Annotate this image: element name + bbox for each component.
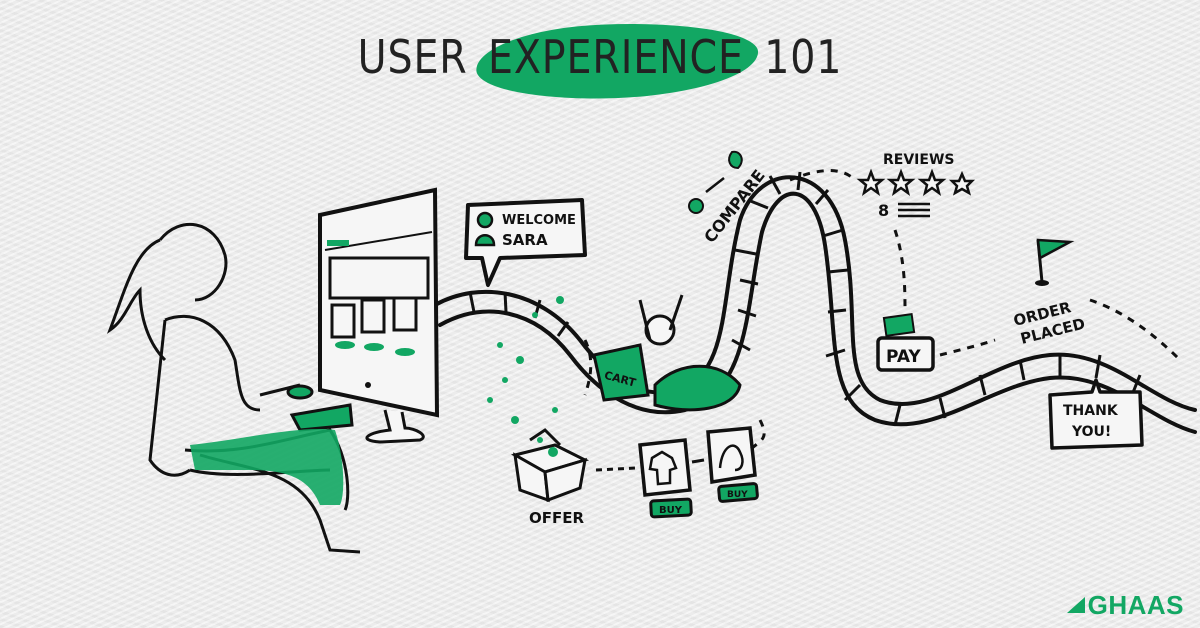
rider-in-cart: CART	[592, 294, 742, 412]
compare-label: COMPARE	[700, 166, 769, 246]
journey-dashed-path	[583, 169, 1182, 452]
reviews-label: REVIEWS	[883, 152, 954, 168]
logo-mark-icon	[1066, 597, 1085, 613]
ghaas-logo: GHAAS	[1066, 590, 1184, 620]
offer-box: OFFER	[510, 428, 590, 527]
title-prefix: USER	[357, 30, 468, 84]
svg-text:8: 8	[878, 201, 889, 220]
title-highlight: EXPERIENCE	[481, 30, 751, 84]
logo-wordmark: GHAAS	[1087, 590, 1184, 620]
flag-icon	[1035, 238, 1075, 286]
thank-you-line1: THANK	[1063, 403, 1119, 419]
welcome-speech-bubble: WELCOME SARA	[464, 198, 587, 287]
thank-you-line2: YOU!	[1071, 424, 1111, 440]
confetti	[487, 296, 564, 443]
offer-label: OFFER	[529, 509, 584, 527]
product-card-shoe: BUY	[706, 426, 759, 503]
buy-button-label: BUY	[727, 490, 748, 500]
buy-button-label: BUY	[659, 505, 683, 516]
welcome-text: WELCOME	[502, 213, 576, 228]
pay-label: PAY	[886, 347, 921, 367]
review-stars	[856, 168, 976, 196]
page-title: USER EXPERIENCE 101	[84, 30, 1116, 84]
thank-you-bubble: THANK YOU!	[1048, 378, 1144, 450]
product-card-shirt: BUY	[638, 438, 693, 519]
welcome-name: SARA	[502, 231, 548, 249]
title-suffix: 101	[764, 30, 843, 84]
compare-step: COMPARE	[688, 150, 769, 246]
pay-step: PAY	[876, 313, 935, 372]
order-placed-step: ORDER PLACED	[1012, 238, 1087, 348]
reviews-step: REVIEWS 8	[856, 152, 976, 220]
woman-pants	[190, 428, 344, 505]
computer-monitor	[318, 187, 440, 444]
